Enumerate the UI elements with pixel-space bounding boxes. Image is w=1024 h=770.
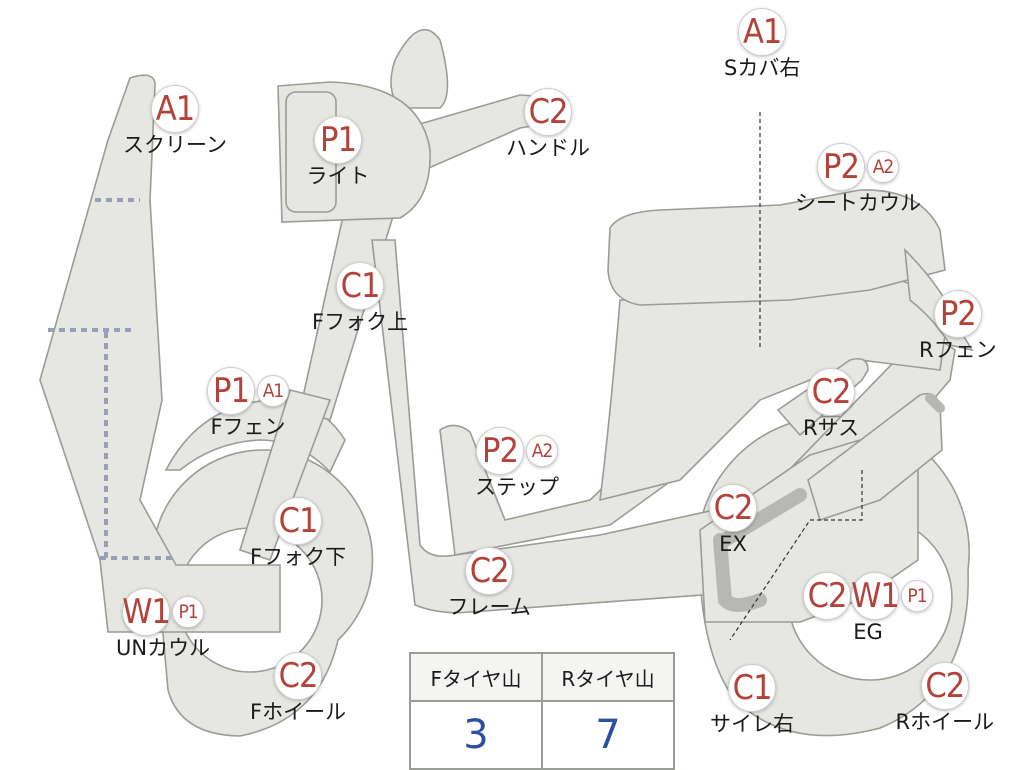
front-fork-lower: [239, 389, 332, 562]
condition-code-badge: C1: [274, 497, 323, 545]
mirror: [390, 28, 449, 109]
part-name-label: UNカウル: [116, 636, 211, 660]
condition-code-badge: C2: [803, 572, 851, 620]
side-body: [599, 279, 951, 502]
part-name-label: ステップ: [475, 475, 559, 499]
condition-code-badge: P1: [207, 367, 255, 415]
condition-code-badge: C2: [524, 88, 572, 136]
condition-badges: C1: [312, 262, 408, 310]
condition-code-badge: A1: [150, 85, 199, 133]
tire-tread-table: Fタイヤ山 Rタイヤ山 3 7: [409, 652, 675, 770]
part-name-label: EG: [853, 620, 883, 644]
part-name-label: ライト: [306, 164, 370, 188]
part-name-label: スクリーン: [123, 133, 227, 157]
part-name-label: Fフェン: [210, 415, 286, 439]
condition-code-badge: C1: [728, 664, 776, 712]
condition-badges: C2: [506, 88, 590, 136]
part-name-label: Fホイール: [250, 700, 347, 724]
rear-tire-header: Rタイヤ山: [541, 652, 675, 702]
part-name-label: Rホイール: [895, 710, 995, 734]
condition-badges: C1: [250, 497, 346, 545]
condition-code-badge: C2: [274, 652, 323, 700]
condition-code-badge: P1: [901, 580, 933, 612]
part-name-label: Rサス: [803, 416, 860, 440]
part-name-label: ハンドル: [506, 136, 590, 160]
condition-badges: C2: [803, 368, 859, 416]
condition-badges: C2: [709, 484, 757, 532]
condition-code-badge: C2: [807, 368, 856, 416]
condition-code-badge: A2: [526, 435, 558, 467]
condition-code-badge: C1: [336, 262, 385, 310]
condition-code-badge: A1: [257, 375, 289, 407]
part-name-label: Fフォク上: [312, 310, 409, 334]
condition-badges: A1: [123, 85, 227, 133]
condition-code-badge: P2: [817, 143, 865, 191]
condition-code-badge: P2: [476, 427, 524, 475]
part-name-label: フレーム: [447, 595, 531, 619]
seat: [607, 189, 946, 306]
condition-badges: C1: [710, 664, 794, 712]
condition-code-badge: A2: [867, 151, 899, 183]
rear-tire-value: 7: [541, 700, 675, 770]
part-name-label: EX: [719, 532, 747, 556]
condition-badges: P2: [919, 290, 997, 338]
condition-badges: C2: [896, 662, 995, 710]
condition-badges: C2: [448, 547, 531, 595]
condition-badges: C2: [250, 652, 346, 700]
part-name-label: サイレ右: [710, 712, 794, 736]
condition-badges: P1: [307, 116, 370, 164]
condition-code-badge: C2: [709, 484, 757, 532]
front-tire-header: Fタイヤ山: [409, 652, 543, 702]
part-name-label: Sカバ右: [724, 56, 801, 80]
condition-code-badge: C2: [465, 547, 514, 595]
front-cowl: [39, 74, 281, 633]
condition-badges: A1: [724, 8, 800, 56]
condition-code-badge: A1: [738, 8, 787, 56]
condition-code-badge: P1: [172, 596, 205, 628]
condition-code-badge: P1: [314, 116, 362, 164]
front-tire-value: 3: [409, 700, 543, 770]
part-name-label: シートカウル: [795, 191, 921, 215]
condition-code-badge: W1: [851, 572, 900, 620]
condition-code-badge: W1: [122, 588, 171, 636]
condition-code-badge: C2: [920, 662, 969, 710]
part-name-label: Fフォク下: [250, 545, 347, 569]
part-name-label: Rフェン: [919, 338, 997, 362]
condition-code-badge: P2: [933, 290, 982, 338]
